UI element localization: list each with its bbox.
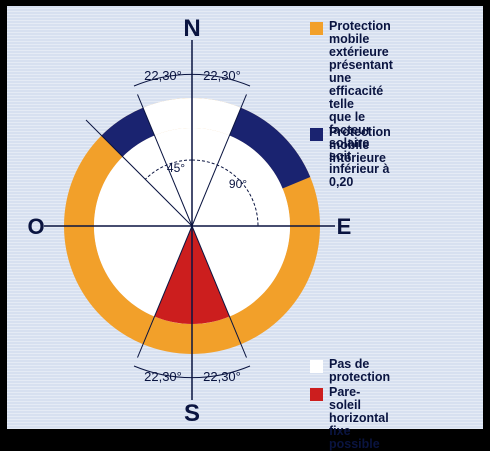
radial-line-ssw <box>137 225 193 358</box>
solar-protection-compass: N S E O 22,30° 22,30° 22,30° 22,30° 45° … <box>27 15 352 427</box>
legend-item-exterior: Protection mobile extérieure présentant … <box>310 20 393 189</box>
legend-label-exterior: Protection mobile extérieure présentant … <box>329 19 393 189</box>
angle-label-top-left: 22,30° <box>144 68 182 83</box>
angle-label-bottom-right: 22,30° <box>203 369 241 384</box>
legend-item-none: Pas de protection <box>310 358 390 384</box>
radial-line-nne <box>191 94 247 227</box>
interior-protection-west-segment <box>101 107 155 157</box>
angle-label-top-right: 22,30° <box>203 68 241 83</box>
radial-line-nw <box>85 119 193 227</box>
interior-protection-east-segment <box>229 107 311 189</box>
legend-label-none: Pas de protection <box>329 357 391 384</box>
legend-item-interior: Protection mobile intérieure <box>310 126 391 165</box>
legend-label-horizontal: Pare-soleil horizontal fixe possible <box>329 385 389 451</box>
legend-label-interior: Protection mobile intérieure <box>329 125 391 165</box>
angle-label-bottom-left: 22,30° <box>144 369 182 384</box>
north-label: N <box>183 15 200 42</box>
radial-line-nnw <box>137 94 193 227</box>
legend-item-horizontal: Pare-soleil horizontal fixe possible <box>310 386 389 451</box>
exterior-swatch <box>310 22 323 35</box>
angle-label-90: 90° <box>229 177 247 191</box>
angle-arc-bottom <box>133 365 251 379</box>
south-label: S <box>184 400 200 427</box>
angle-arc-top <box>133 73 251 87</box>
angle-label-45: 45° <box>167 161 185 175</box>
horizontal-swatch <box>310 388 323 401</box>
radial-line-sse <box>191 225 247 358</box>
none-swatch <box>310 360 323 373</box>
angle-arc-45 <box>144 159 193 180</box>
west-label: O <box>27 214 44 239</box>
interior-swatch <box>310 128 323 141</box>
east-label: E <box>337 214 352 239</box>
angle-arc-90 <box>191 159 259 227</box>
